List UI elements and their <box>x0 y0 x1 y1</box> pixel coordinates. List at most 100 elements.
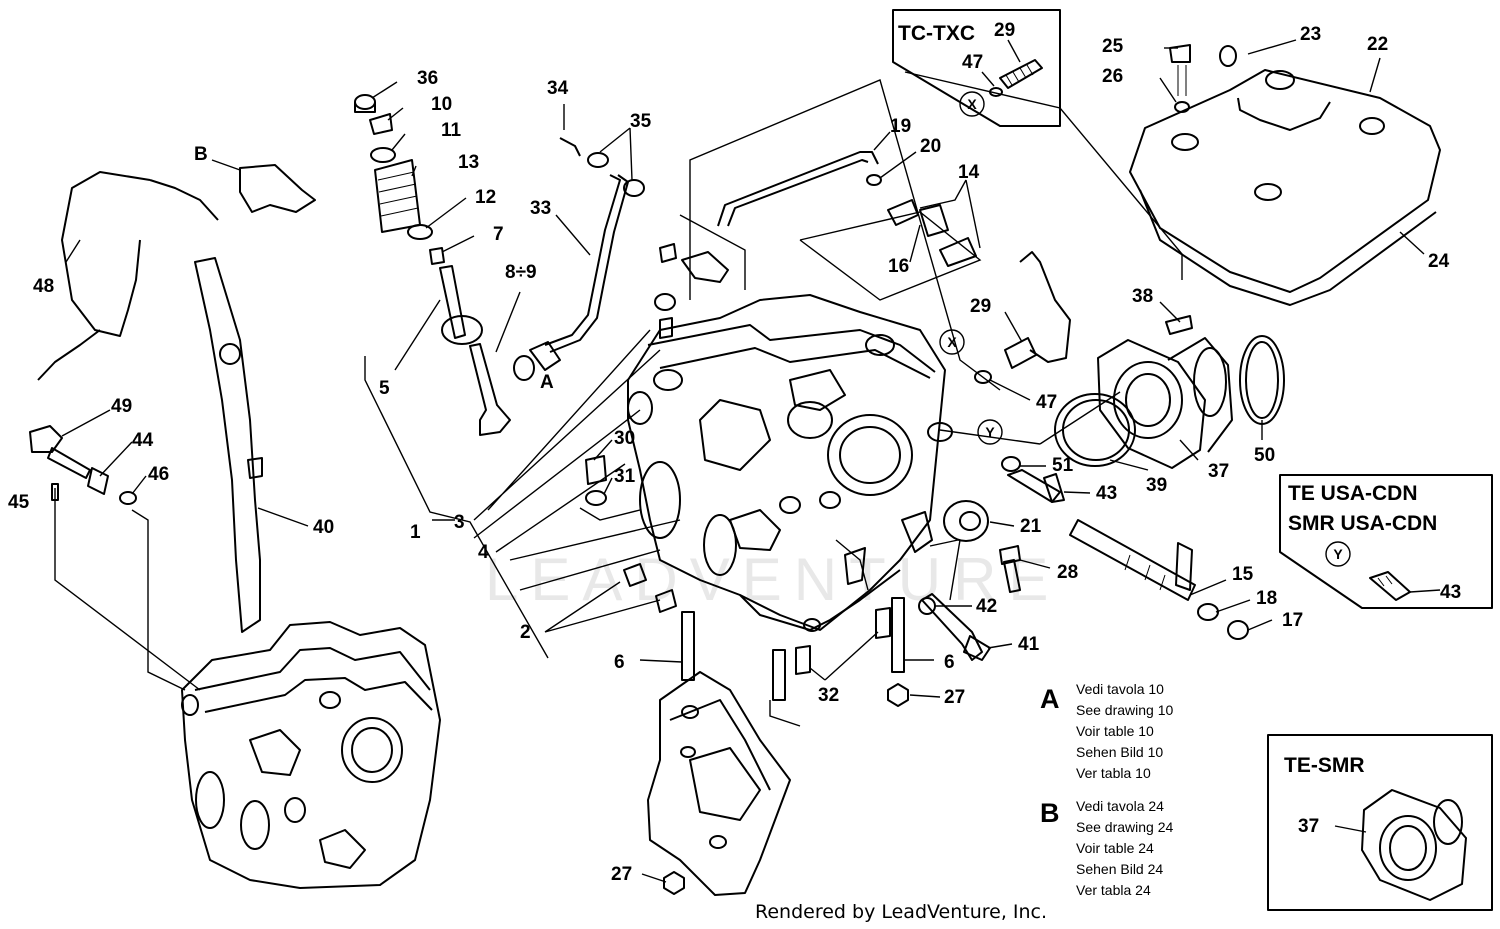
callout: 22 <box>1367 34 1388 55</box>
decompressor-cable <box>37 164 316 381</box>
callout: 51 <box>1052 455 1074 476</box>
callout: 16 <box>888 256 909 277</box>
reference-b-line: Ver tabla 24 <box>1076 882 1151 898</box>
marker-x-tc: X <box>959 91 985 117</box>
callout: 27 <box>944 687 965 708</box>
callout: 19 <box>890 116 911 137</box>
callout: 1 <box>410 522 421 543</box>
callout: 47 <box>962 52 983 73</box>
callout: 46 <box>148 464 169 485</box>
callout: 28 <box>1057 562 1078 583</box>
callout: 7 <box>493 224 504 245</box>
callout: 27 <box>611 864 632 885</box>
callout: 36 <box>417 68 438 89</box>
callout: 33 <box>530 198 551 219</box>
svg-text:Y: Y <box>985 424 995 440</box>
marker-y-head: Y <box>977 419 1003 445</box>
cylinder-head-main <box>627 294 953 632</box>
callout: 31 <box>614 466 636 487</box>
reference-a-line: Sehen Bild 10 <box>1076 744 1163 760</box>
chain-guide <box>194 257 263 633</box>
callout: 13 <box>458 152 479 173</box>
camshaft-assembly <box>918 456 1249 661</box>
callout: 35 <box>630 111 652 132</box>
callout: 49 <box>111 396 132 417</box>
callout: 10 <box>431 94 452 115</box>
callout: 11 <box>441 120 462 141</box>
callout: 43 <box>1096 483 1117 504</box>
svg-text:X: X <box>967 96 977 112</box>
reference-a-letter: A <box>1040 684 1060 714</box>
leader-lines <box>54 39 1441 883</box>
reference-a-line: Vedi tavola 10 <box>1076 681 1164 697</box>
reference-a-line: See drawing 10 <box>1076 702 1174 718</box>
callout: 4 <box>478 542 489 563</box>
callout: 15 <box>1232 564 1254 585</box>
callout: 42 <box>976 596 997 617</box>
box-te-usa-title-1: TE USA-CDN <box>1288 482 1418 505</box>
callout: 23 <box>1300 24 1321 45</box>
reference-a-line: Ver tabla 10 <box>1076 765 1151 781</box>
valve-cover <box>1129 44 1441 306</box>
callout: 39 <box>1146 475 1167 496</box>
callout: 5 <box>379 378 390 399</box>
callout: 24 <box>1428 251 1450 272</box>
cylinder-lower-center <box>647 671 791 896</box>
callout: 20 <box>920 136 941 157</box>
footer-credit: Rendered by LeadVenture, Inc. <box>755 901 1047 923</box>
valve-train <box>354 94 511 436</box>
intake-manifold <box>1054 315 1285 469</box>
reference-b-line: Voir table 24 <box>1076 840 1154 856</box>
svg-text:Y: Y <box>1333 546 1343 562</box>
callouts: 36 10 11 13 12 7 5 34 35 33 8÷9 A B 48 4… <box>8 20 1461 885</box>
callout: 25 <box>1102 36 1124 57</box>
callout: 12 <box>475 187 496 208</box>
reference-a: A Vedi tavola 10 See drawing 10 Voir tab… <box>1040 681 1174 781</box>
callout: 29 <box>994 20 1015 41</box>
callout: 29 <box>970 296 991 317</box>
callout: 26 <box>1102 66 1123 87</box>
reference-b-line: See drawing 24 <box>1076 819 1174 835</box>
breather-tube <box>717 151 977 267</box>
callout: 45 <box>8 492 30 513</box>
oil-line <box>513 137 645 381</box>
marker-x-head: X <box>939 329 965 355</box>
box-tc-txc-title: TC-TXC <box>898 22 975 45</box>
cylinder-head-lower-left <box>181 621 441 889</box>
callout: 48 <box>33 276 54 297</box>
reference-b-letter: B <box>1040 798 1060 828</box>
reference-b: B Vedi tavola 24 See drawing 24 Voir tab… <box>1040 798 1174 898</box>
decompressor-parts <box>29 425 137 505</box>
callout: 50 <box>1254 445 1275 466</box>
callout: 41 <box>1018 634 1040 655</box>
callout: 30 <box>614 428 635 449</box>
reference-notes: A Vedi tavola 10 See drawing 10 Voir tab… <box>1040 681 1174 898</box>
temperature-sensor <box>974 251 1071 384</box>
callout: 37 <box>1298 816 1319 837</box>
box-te-smr-title: TE-SMR <box>1284 754 1365 777</box>
callout: 2 <box>520 622 531 643</box>
callout: 32 <box>818 685 839 706</box>
callout: 6 <box>614 652 625 673</box>
callout: 17 <box>1282 610 1303 631</box>
callout: 37 <box>1208 461 1229 482</box>
callout: 38 <box>1132 286 1153 307</box>
callout: 43 <box>1440 582 1461 603</box>
callout: 34 <box>547 78 569 99</box>
callout: 44 <box>132 430 154 451</box>
callout: 14 <box>958 162 980 183</box>
callout: 6 <box>944 652 955 673</box>
reference-b-line: Vedi tavola 24 <box>1076 798 1164 814</box>
box-te-usa-title-2: SMR USA-CDN <box>1288 512 1437 535</box>
callout: 3 <box>454 512 465 533</box>
callout: 47 <box>1036 392 1057 413</box>
reference-b-line: Sehen Bild 24 <box>1076 861 1163 877</box>
studs-and-nuts <box>585 243 1065 895</box>
marker-y-box: Y <box>1325 541 1351 567</box>
callout: 21 <box>1020 516 1042 537</box>
circle-markers: X X Y Y <box>939 91 1351 567</box>
callout: 40 <box>313 517 334 538</box>
callout: A <box>540 372 554 393</box>
svg-text:X: X <box>947 334 957 350</box>
